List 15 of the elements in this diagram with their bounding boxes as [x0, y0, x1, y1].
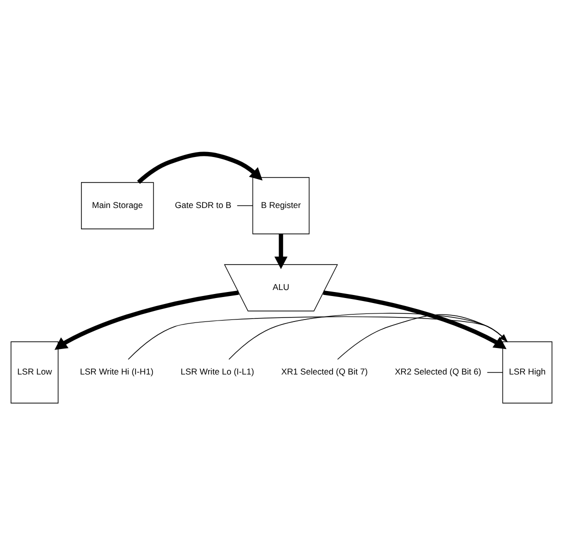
node-text: XR2 Selected (Q Bit 6) [394, 366, 482, 377]
connector [236, 205, 253, 206]
node-text: LSR Write Hi (I-H1) [80, 366, 154, 377]
arrow [137, 152, 263, 184]
connector [486, 372, 503, 373]
node-box: LSR Low [10, 341, 58, 404]
arrow [323, 290, 506, 350]
node-box: LSR High [502, 341, 552, 404]
arrow [54, 290, 239, 350]
node-box: Main Storage [81, 182, 154, 230]
node-text: LSR Write Lo (I-L1) [180, 366, 254, 377]
node-box: B Register [252, 177, 310, 234]
arrow [274, 234, 288, 270]
node-text: XR1 Selected (Q Bit 7) [281, 366, 368, 377]
node-text: Gate SDR to B [174, 200, 232, 210]
